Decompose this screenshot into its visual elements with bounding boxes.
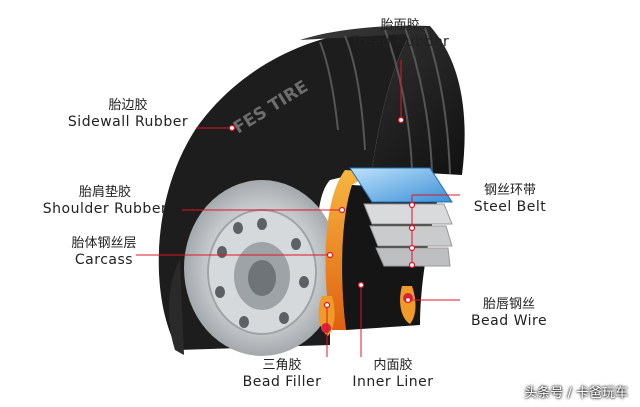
label-sidewall-en: Sidewall Rubber bbox=[67, 114, 189, 131]
label-filler-en: Bead Filler bbox=[242, 374, 322, 391]
bolt-holes bbox=[215, 218, 309, 328]
steel-belt-layer-4 bbox=[375, 247, 451, 267]
leader-dots bbox=[228, 116, 416, 309]
label-belt-en: Steel Belt bbox=[473, 199, 547, 216]
label-shoulder-rubber: 胎肩垫胶 Shoulder Rubber bbox=[30, 185, 180, 219]
label-liner-en: Inner Liner bbox=[352, 374, 434, 391]
watermark: 头条号 / 卡爸玩车 bbox=[524, 386, 628, 401]
label-tread-zh: 胎面胶 bbox=[380, 18, 420, 33]
label-shoulder-zh: 胎肩垫胶 bbox=[78, 185, 131, 200]
label-bead-filler: 三角胶 Bead Filler bbox=[232, 358, 332, 392]
label-tread-en: Tread Rubber bbox=[350, 34, 450, 51]
label-bead-wire: 胎唇钢丝 Bead Wire bbox=[457, 297, 561, 331]
label-carcass: 胎体钢丝层 Carcass bbox=[54, 236, 154, 270]
label-beadwire-zh: 胎唇钢丝 bbox=[482, 297, 535, 312]
steel-belt-layer-2 bbox=[363, 203, 453, 225]
label-shoulder-en: Shoulder Rubber bbox=[42, 201, 168, 218]
tread-grooves bbox=[319, 27, 451, 175]
label-belt-zh: 钢丝环带 bbox=[483, 183, 536, 198]
label-beadwire-en: Bead Wire bbox=[470, 313, 548, 330]
label-tread-rubber: 胎面胶 Tread Rubber bbox=[340, 18, 460, 52]
label-liner-zh: 内面胶 bbox=[373, 358, 413, 373]
label-inner-liner: 内面胶 Inner Liner bbox=[338, 358, 448, 392]
steel-belt-blue bbox=[349, 167, 453, 203]
label-sidewall-zh: 胎边胶 bbox=[108, 98, 148, 113]
label-carcass-zh: 胎体钢丝层 bbox=[71, 236, 137, 251]
bead-wire-left bbox=[321, 323, 331, 333]
label-carcass-en: Carcass bbox=[74, 252, 134, 269]
tread-band bbox=[300, 25, 465, 176]
label-sidewall-rubber: 胎边胶 Sidewall Rubber bbox=[58, 98, 198, 132]
label-filler-zh: 三角胶 bbox=[262, 358, 302, 373]
label-steel-belt: 钢丝环带 Steel Belt bbox=[455, 183, 565, 217]
steel-belt-layer-3 bbox=[369, 225, 453, 247]
